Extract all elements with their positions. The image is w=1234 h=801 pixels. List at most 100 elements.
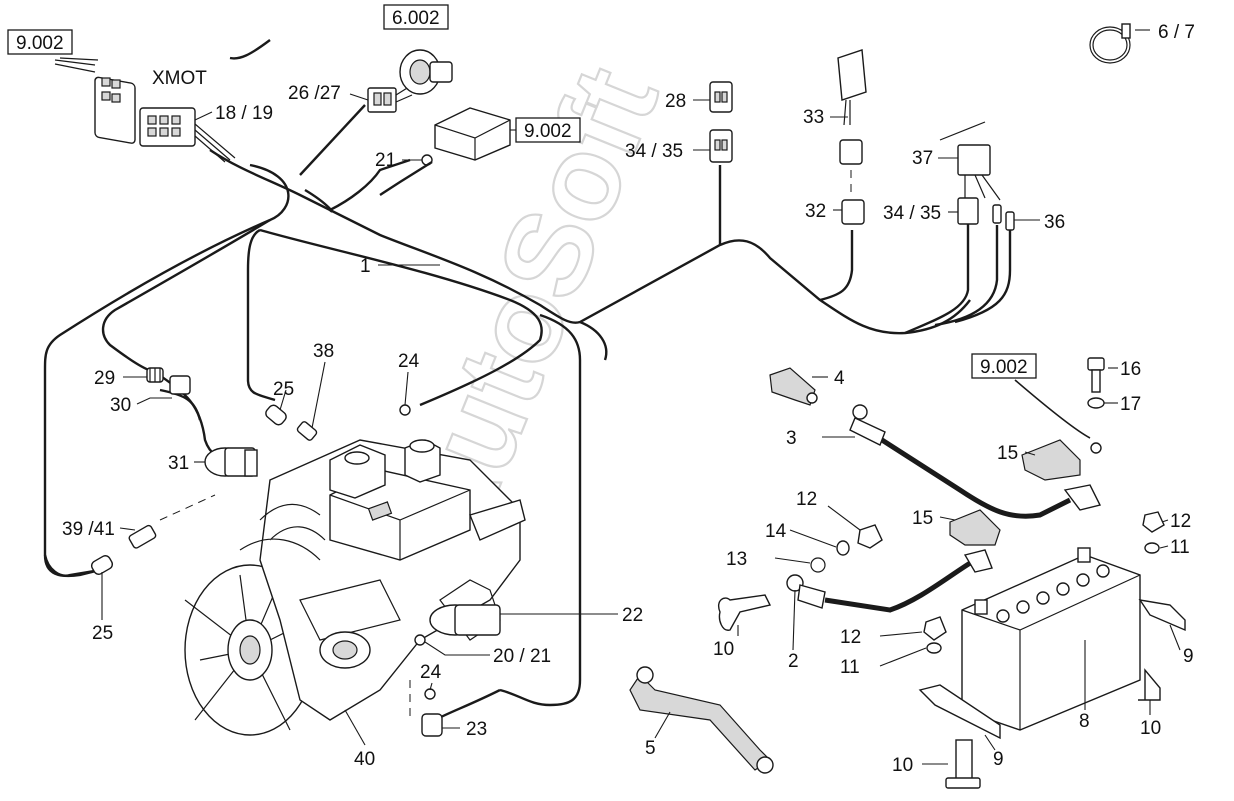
label-30: 30 xyxy=(110,395,131,416)
label-9-a: 9 xyxy=(1183,646,1194,667)
ring-terminal-24-top xyxy=(399,404,411,416)
starter-22 xyxy=(429,604,501,636)
label-24-bottom: 24 xyxy=(420,662,442,683)
label-36: 36 xyxy=(1044,212,1065,233)
connector-32-top xyxy=(839,139,863,195)
nut-12-c xyxy=(1142,511,1165,533)
label-15-upper: 15 xyxy=(997,443,1018,464)
relay-module xyxy=(434,107,511,161)
connector-36 xyxy=(992,204,1015,231)
svg-text:6.002: 6.002 xyxy=(392,8,440,29)
bolt-16 xyxy=(1087,357,1105,393)
module-33 xyxy=(837,49,867,126)
connector-23 xyxy=(421,713,443,737)
label-38: 38 xyxy=(313,341,334,362)
label-14: 14 xyxy=(765,521,787,542)
bolt-10-c xyxy=(945,739,981,789)
label-2: 2 xyxy=(788,651,799,672)
connector-34-35-b xyxy=(957,197,979,225)
washer-11-a xyxy=(926,642,942,654)
label-13: 13 xyxy=(726,549,747,570)
negative-cable-2 xyxy=(786,549,993,613)
engine-assembly xyxy=(184,439,526,736)
connector-30 xyxy=(169,375,191,395)
label-16: 16 xyxy=(1120,359,1141,380)
label-10-a: 10 xyxy=(713,639,734,660)
sensor-38 xyxy=(296,421,318,441)
hold-down-9-a xyxy=(1138,599,1186,632)
connector-18-19 xyxy=(139,107,236,163)
label-37: 37 xyxy=(912,148,933,169)
positive-cable-3 xyxy=(849,404,1102,519)
bolt-10-b xyxy=(1138,668,1161,701)
cover-15-upper xyxy=(1021,439,1081,481)
nut-12-a xyxy=(857,524,883,549)
washer-14 xyxy=(836,540,850,556)
connector-28 xyxy=(709,81,733,113)
label-12-a: 12 xyxy=(796,489,817,510)
washer-11-b xyxy=(1144,542,1160,554)
label-23: 23 xyxy=(466,719,487,740)
label-12-c: 12 xyxy=(1170,511,1191,532)
clamp-6-7 xyxy=(1089,23,1131,64)
label-39-41: 39 /41 xyxy=(62,519,115,540)
label-40: 40 xyxy=(354,749,375,770)
label-24-top: 24 xyxy=(398,351,420,372)
label-5: 5 xyxy=(645,738,656,759)
sensor-29 xyxy=(146,367,164,383)
label-18-19: 18 / 19 xyxy=(215,103,273,124)
relay-37 xyxy=(939,121,1001,201)
label-8: 8 xyxy=(1079,711,1090,732)
sensor-6-002 xyxy=(399,49,453,95)
label-32: 32 xyxy=(805,201,826,222)
label-9-b: 9 xyxy=(993,749,1004,770)
label-28: 28 xyxy=(665,91,686,112)
label-25-lower: 25 xyxy=(92,623,113,644)
ref-box-9-002-relay: 9.002 xyxy=(510,117,581,143)
terminal-boot-4 xyxy=(769,367,818,406)
cap-25-lower xyxy=(90,555,114,575)
connector-26-27 xyxy=(367,84,413,113)
connector-34-35-a xyxy=(709,129,733,163)
nut-12-b xyxy=(923,616,947,641)
washer-13 xyxy=(810,557,826,573)
terminal-20-21 xyxy=(414,634,426,646)
label-21-top: 21 xyxy=(375,150,396,171)
label-4: 4 xyxy=(834,368,845,389)
hold-down-9-b xyxy=(918,684,1001,740)
label-10-b: 10 xyxy=(1140,718,1161,739)
label-34-35-b: 34 / 35 xyxy=(883,203,941,224)
cap-25-upper xyxy=(265,404,287,426)
label-22: 22 xyxy=(622,605,643,626)
sensor-39-41 xyxy=(128,494,216,549)
label-17: 17 xyxy=(1120,394,1141,415)
label-10-c: 10 xyxy=(892,755,913,776)
bolt-10-a xyxy=(718,594,772,631)
label-xmot: XMOT xyxy=(152,68,207,89)
label-33: 33 xyxy=(803,107,824,128)
ground-lead xyxy=(1014,379,1102,454)
label-34-35-a: 34 / 35 xyxy=(625,141,683,162)
label-25-upper: 25 xyxy=(273,379,294,400)
svg-text:9.002: 9.002 xyxy=(980,357,1028,378)
svg-text:9.002: 9.002 xyxy=(16,33,64,54)
label-12-b: 12 xyxy=(840,627,861,648)
label-26-27: 26 /27 xyxy=(288,83,341,104)
connector-32 xyxy=(841,199,865,225)
label-6-7: 6 / 7 xyxy=(1158,22,1195,43)
cover-15-lower xyxy=(949,509,1001,546)
ref-box-9-002-battery: 9.002 xyxy=(971,353,1037,379)
label-3: 3 xyxy=(786,428,797,449)
part-labels: XMOT 18 / 19 26 /27 21 6 / 7 28 34 / 35 … xyxy=(62,22,1195,776)
svg-text:9.002: 9.002 xyxy=(524,121,572,142)
label-29: 29 xyxy=(94,368,115,389)
battery-8 xyxy=(961,547,1141,731)
label-11-b: 11 xyxy=(1170,537,1190,558)
label-1: 1 xyxy=(360,256,371,277)
ref-box-6-002: 6.002 xyxy=(383,4,449,30)
label-20-21: 20 / 21 xyxy=(493,646,551,667)
ground-strap-5 xyxy=(629,666,774,774)
xmot-connector xyxy=(54,57,136,144)
label-15-lower: 15 xyxy=(912,508,933,529)
